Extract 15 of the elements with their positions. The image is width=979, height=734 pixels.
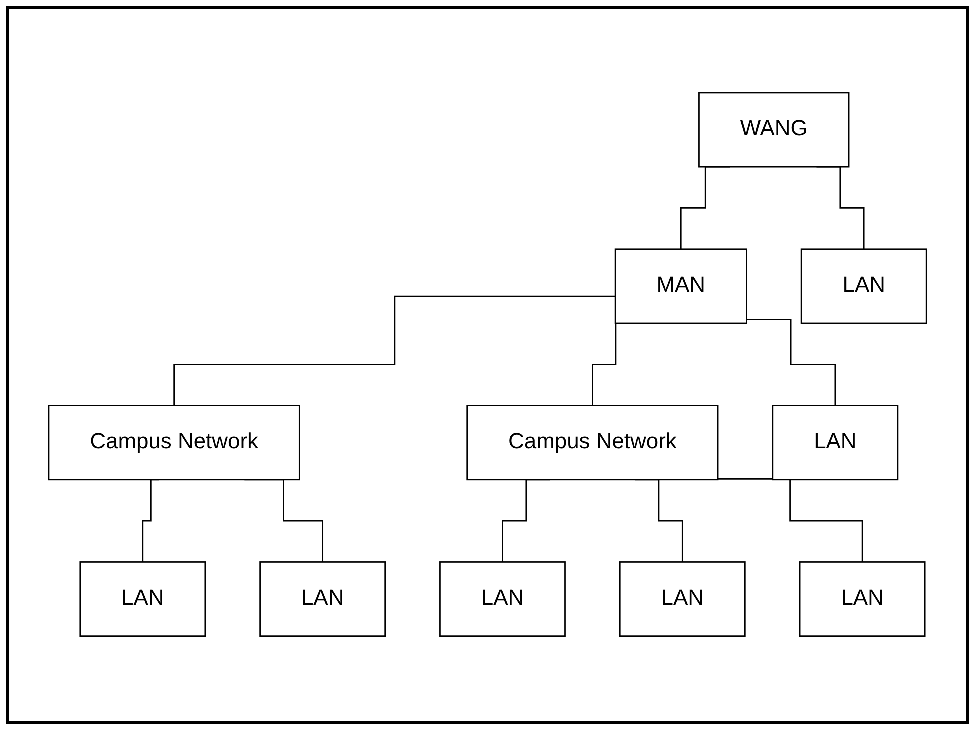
connector xyxy=(173,296,616,407)
node-box xyxy=(439,562,566,638)
connector xyxy=(718,478,863,564)
node-box xyxy=(799,562,926,638)
node-box xyxy=(619,562,746,638)
node-box xyxy=(800,249,927,325)
connector xyxy=(746,319,836,407)
network-hierarchy-diagram: WANG MAN Campus Network Campus Network LAN LAN LAN LAN LAN LAN LAN xyxy=(38,82,938,648)
node-box xyxy=(79,562,206,638)
node-box xyxy=(259,562,386,638)
node-box xyxy=(614,249,748,325)
node-box xyxy=(698,92,850,168)
node-box xyxy=(466,405,718,481)
node-box xyxy=(772,405,898,481)
node-box xyxy=(48,405,300,481)
